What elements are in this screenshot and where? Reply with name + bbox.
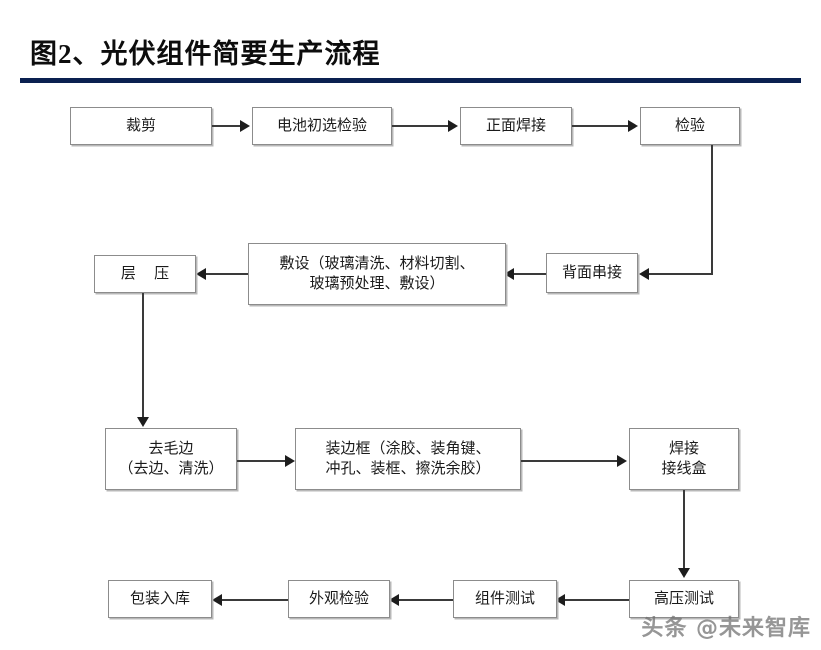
flow-node-visual-inspection[interactable]: 外观检验 xyxy=(288,580,390,618)
connector-n10-n11 xyxy=(683,490,685,572)
connector-n2-n3 xyxy=(392,125,450,127)
flow-node-cell-screening[interactable]: 电池初选检验 xyxy=(252,107,392,145)
arrowhead-right-icon xyxy=(628,120,638,132)
connector-n6-n7 xyxy=(206,273,248,275)
connector-n9-n10 xyxy=(521,460,619,462)
arrowhead-left-icon xyxy=(504,268,514,280)
flow-node-deburring[interactable]: 去毛边 （去边、清洗） xyxy=(105,428,237,490)
flow-node-lamination[interactable]: 层 压 xyxy=(94,255,196,293)
flow-node-lay-up[interactable]: 敷设（玻璃清洗、材料切割、 玻璃预处理、敷设） xyxy=(248,243,506,305)
arrowhead-left-icon xyxy=(196,268,206,280)
flow-node-front-soldering[interactable]: 正面焊接 xyxy=(460,107,572,145)
flow-node-back-stringing[interactable]: 背面串接 xyxy=(546,253,638,293)
connector-n8-n9 xyxy=(237,460,287,462)
arrowhead-right-icon xyxy=(240,120,250,132)
title-divider xyxy=(20,78,801,83)
arrowhead-down-icon xyxy=(137,417,149,427)
arrowhead-down-icon xyxy=(678,568,690,578)
connector-n5-n6 xyxy=(514,273,546,275)
flow-node-junction-box[interactable]: 焊接 接线盒 xyxy=(629,428,739,490)
connector-n11-n12 xyxy=(565,599,629,601)
connector-n4-n5-vertical xyxy=(711,145,713,275)
connector-n4-n5-horizontal xyxy=(649,273,713,275)
arrowhead-left-icon xyxy=(212,594,222,606)
connector-n7-n8 xyxy=(142,293,144,421)
flow-node-inspection[interactable]: 检验 xyxy=(640,107,740,145)
arrowhead-left-icon xyxy=(639,268,649,280)
flow-node-module-test[interactable]: 组件测试 xyxy=(453,580,557,618)
arrowhead-right-icon xyxy=(448,120,458,132)
arrowhead-right-icon xyxy=(617,455,627,467)
connector-n1-n2 xyxy=(212,125,242,127)
arrowhead-right-icon xyxy=(285,455,295,467)
page-title: 图2、光伏组件简要生产流程 xyxy=(30,39,381,69)
connector-n13-n14 xyxy=(222,599,288,601)
arrowhead-left-icon xyxy=(555,594,565,606)
flow-node-packaging[interactable]: 包装入库 xyxy=(108,580,212,618)
arrowhead-left-icon xyxy=(389,594,399,606)
flow-node-framing[interactable]: 装边框（涂胶、装角键、 冲孔、装框、擦洗余胶） xyxy=(295,428,521,490)
flow-node-hipot-test[interactable]: 高压测试 xyxy=(629,580,739,618)
connector-n12-n13 xyxy=(399,599,453,601)
flowchart-canvas: 裁剪 电池初选检验 正面焊接 检验 背面串接 敷设（玻璃清洗、材料切割、 玻璃预… xyxy=(0,88,821,650)
connector-n3-n4 xyxy=(572,125,630,127)
flow-node-cutting[interactable]: 裁剪 xyxy=(70,107,212,145)
